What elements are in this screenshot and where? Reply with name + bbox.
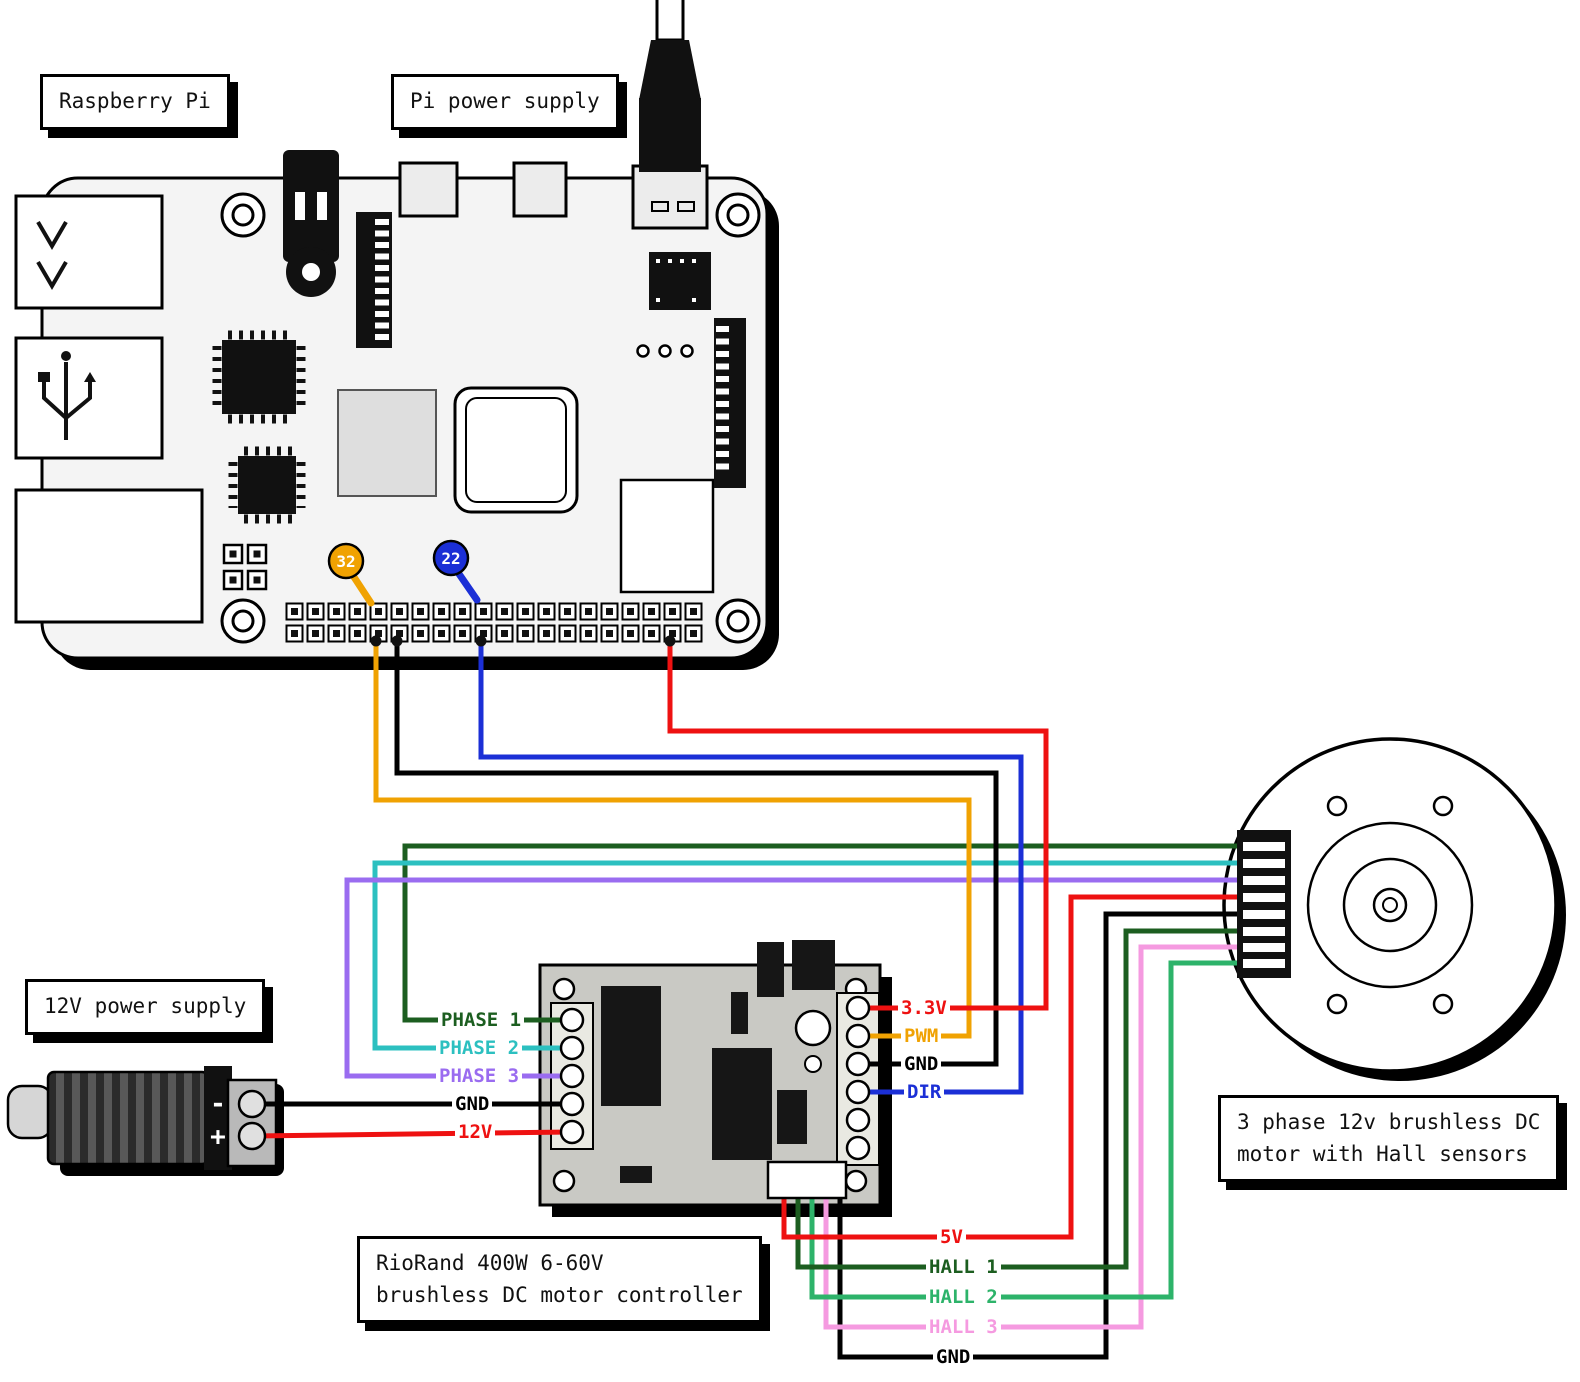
pogo-pads	[636, 344, 694, 358]
soc-chip	[337, 389, 437, 497]
wire-12v	[251, 1129, 573, 1139]
cable-cord	[655, 0, 685, 42]
jack-terminal-screws	[237, 1089, 267, 1151]
wire-5v	[781, 894, 1240, 1240]
wire-gnd-right	[394, 644, 999, 1067]
pi-mounting-holes	[220, 192, 761, 644]
wire-dir	[478, 644, 1024, 1095]
chip-large	[212, 330, 306, 424]
motor-bolts	[1326, 795, 1454, 1015]
raspberry-pi-board	[14, 150, 779, 670]
gpio-connection-dots	[370, 635, 676, 647]
v33-label: 3.3V	[898, 997, 950, 1019]
pi-power-supply-caption-text: Pi power supply	[410, 89, 600, 113]
v12-supply-caption-text: 12V power supply	[44, 994, 247, 1018]
controller-caption: RioRand 400W 6-60V brushless DC motor co…	[357, 1236, 762, 1323]
motor-caption-line1: 3 phase 12v brushless DC	[1237, 1110, 1541, 1134]
wire-hall3	[823, 944, 1240, 1330]
jack-tip	[6, 1084, 54, 1140]
phase1-label: PHASE 1	[438, 1009, 525, 1031]
v12-supply-caption: 12V power supply	[25, 979, 266, 1035]
phase2-label: PHASE 2	[436, 1037, 523, 1059]
motor-connector	[1237, 830, 1291, 978]
wire-hall1	[795, 928, 1240, 1270]
wire-hall2	[809, 960, 1240, 1300]
usb-c-plug	[639, 98, 701, 172]
pin-32-marker: 32	[327, 542, 375, 607]
raspberry-pi-caption-text: Raspberry Pi	[59, 89, 211, 113]
hall-connector	[766, 1160, 848, 1200]
v12-label: 12V	[455, 1121, 496, 1143]
usb-port-top	[14, 194, 164, 310]
gnd-right-label: GND	[901, 1053, 942, 1075]
chip-small	[228, 446, 306, 524]
usb-c-port	[631, 164, 709, 230]
ethernet-port	[14, 488, 204, 624]
negative-terminal-sign: -	[210, 1089, 226, 1119]
hall3-label: HALL 3	[926, 1316, 1001, 1338]
controller-caption-line2: brushless DC motor controller	[376, 1282, 743, 1307]
positive-terminal-sign: +	[210, 1122, 226, 1152]
dir-label: DIR	[904, 1081, 945, 1103]
v5-label: 5V	[937, 1226, 966, 1248]
audio-jack	[283, 150, 339, 297]
pi-power-cable	[631, 0, 709, 230]
gnd-left-label: GND	[452, 1093, 493, 1115]
phase3-label: PHASE 3	[436, 1065, 523, 1087]
pwm-label: PWM	[901, 1025, 942, 1047]
motor-caption: 3 phase 12v brushless DC motor with Hall…	[1218, 1095, 1560, 1182]
jack-body	[46, 1070, 210, 1166]
led-indicator	[804, 1055, 822, 1073]
potentiometer	[794, 1009, 832, 1047]
controller-components	[601, 940, 835, 1183]
display-connector	[714, 318, 746, 488]
micro-hdmi-port-2	[512, 161, 568, 218]
pin-22-label: 22	[441, 549, 460, 568]
motor-caption-line2: motor with Hall sensors	[1237, 1141, 1528, 1166]
raspberry-pi-caption: Raspberry Pi	[40, 74, 230, 130]
usb-port-bottom	[14, 336, 164, 460]
hall2-label: HALL 2	[926, 1286, 1001, 1308]
barrel-jack: - +	[6, 1066, 284, 1176]
controller-caption-line1: RioRand 400W 6-60V	[376, 1251, 604, 1275]
cable-strain-relief	[639, 40, 701, 100]
usb-trident-icon	[38, 351, 96, 440]
camera-connector	[356, 212, 392, 348]
wire-3v3	[667, 644, 1049, 1011]
controller-terminal-screws	[559, 995, 871, 1161]
micro-hdmi-port-1	[398, 161, 459, 218]
pin-22-marker: 22	[432, 539, 481, 604]
pin-32-label: 32	[336, 552, 355, 571]
component-outline	[619, 478, 715, 594]
gpio-header	[284, 601, 704, 645]
wifi-module	[649, 252, 711, 310]
wire-gnd-bottom	[837, 911, 1240, 1360]
motor	[1222, 737, 1566, 1081]
gnd-bottom-label: GND	[933, 1346, 974, 1368]
pi-power-supply-caption: Pi power supply	[391, 74, 619, 130]
jumper-header	[222, 543, 268, 591]
metal-shield	[453, 386, 579, 514]
hall1-label: HALL 1	[926, 1256, 1001, 1278]
